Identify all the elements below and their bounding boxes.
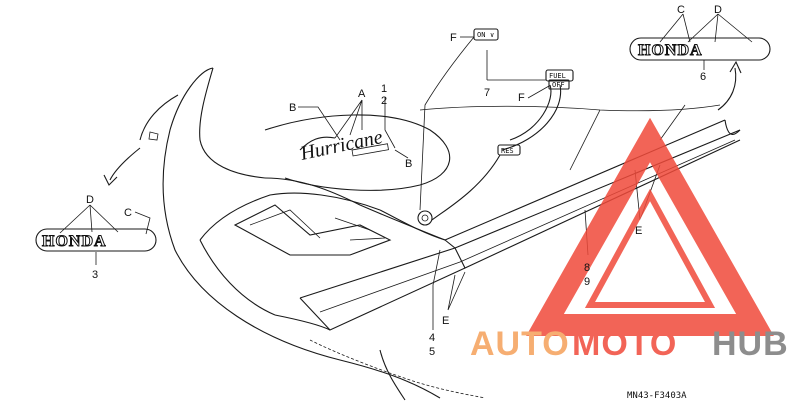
honda-emblem-right: HONDA <box>629 37 771 61</box>
callout-C-left: C <box>124 207 132 219</box>
callout-4: 4 <box>429 332 435 344</box>
tag-fuel: FUEL <box>549 72 566 80</box>
callout-7: 7 <box>484 87 490 99</box>
callout-D-left: D <box>86 194 94 206</box>
callout-F-top: F <box>450 32 457 44</box>
tag-on: ON <box>477 31 485 39</box>
honda-emblem-left: HONDA <box>35 228 157 252</box>
watermark-triangle-outer <box>526 117 774 336</box>
callout-2: 2 <box>381 95 387 107</box>
leader-lines <box>59 13 753 330</box>
callout-F-right: F <box>518 92 525 104</box>
windscreen <box>139 94 179 141</box>
tag-res: RES <box>501 147 514 155</box>
hurricane-script: Hurricane <box>297 126 384 165</box>
callout-B-right: B <box>405 158 412 170</box>
callout-3: 3 <box>92 269 98 281</box>
callout-1: 1 <box>381 83 387 95</box>
callout-6: 6 <box>700 71 706 83</box>
emblem-right-text: HONDA <box>638 42 703 59</box>
fuel-cock-group: ON ∨ FUEL OFF RES <box>417 28 574 226</box>
callout-B-top: B <box>289 102 296 114</box>
callout-E-right: E <box>635 225 642 237</box>
callout-E-bottom: E <box>442 315 449 327</box>
callout-D-right: D <box>714 4 722 16</box>
tag-off: OFF <box>552 81 565 89</box>
hurricane-decal: Hurricane <box>297 126 389 165</box>
tag-on-arrow: ∨ <box>490 31 494 39</box>
watermark-hub: HUB <box>712 325 789 363</box>
callout-C-right: C <box>677 4 685 16</box>
watermark-logo: AUTO MOTO HUB <box>470 117 789 363</box>
callout-5: 5 <box>429 346 435 358</box>
fairing-body <box>162 67 741 401</box>
watermark-moto: MOTO <box>572 325 677 363</box>
emblem-left-text: HONDA <box>42 233 107 250</box>
callout-8: 8 <box>584 262 590 274</box>
callout-9: 9 <box>584 276 590 288</box>
callout-labels: 1 2 3 4 5 6 7 8 9 A B B C C D D E E F F <box>86 4 722 358</box>
part-code: MN43-F3403A <box>627 391 687 401</box>
watermark-auto: AUTO <box>470 325 570 363</box>
watermark-triangle-inner <box>584 188 716 308</box>
callout-A: A <box>358 88 366 100</box>
